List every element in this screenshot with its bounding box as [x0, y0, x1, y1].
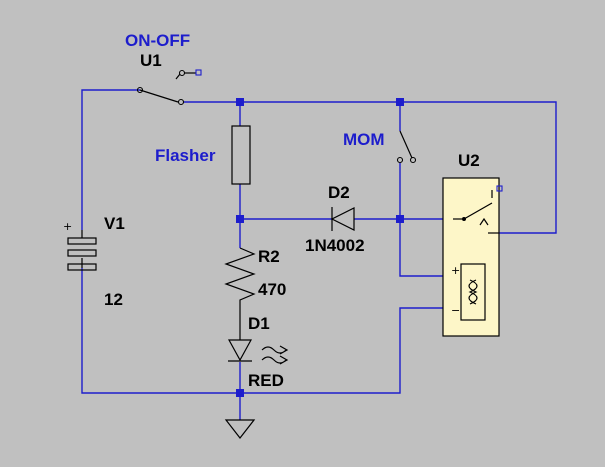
coil-minus-sign: − — [451, 304, 460, 317]
switch-mom — [396, 130, 417, 164]
junctions — [236, 98, 404, 397]
d1-value: RED — [248, 371, 284, 390]
r2-name: R2 — [258, 247, 280, 266]
battery-v1: + — [63, 220, 97, 271]
battery-plus-sign: + — [63, 220, 72, 233]
ground-symbol — [224, 419, 256, 439]
v1-value: 12 — [104, 290, 123, 309]
d2-name: D2 — [328, 183, 350, 202]
relay-u2: + − — [442, 177, 503, 337]
diode-d2 — [330, 207, 355, 231]
d2-value: 1N4002 — [305, 236, 365, 255]
led-d1 — [227, 339, 289, 365]
mom-label: MOM — [343, 130, 385, 149]
u1-name: U1 — [140, 51, 162, 70]
flasher-body — [231, 125, 251, 185]
flasher-label: Flasher — [155, 146, 216, 165]
u1-label: ON-OFF — [125, 31, 190, 50]
v1-name: V1 — [104, 214, 125, 233]
resistor-r2 — [224, 247, 256, 340]
u2-name: U2 — [458, 151, 480, 170]
switch-u1 — [136, 69, 202, 106]
d1-name: D1 — [248, 314, 270, 333]
coil-plus-sign: + — [451, 264, 460, 277]
r2-value: 470 — [258, 280, 286, 299]
